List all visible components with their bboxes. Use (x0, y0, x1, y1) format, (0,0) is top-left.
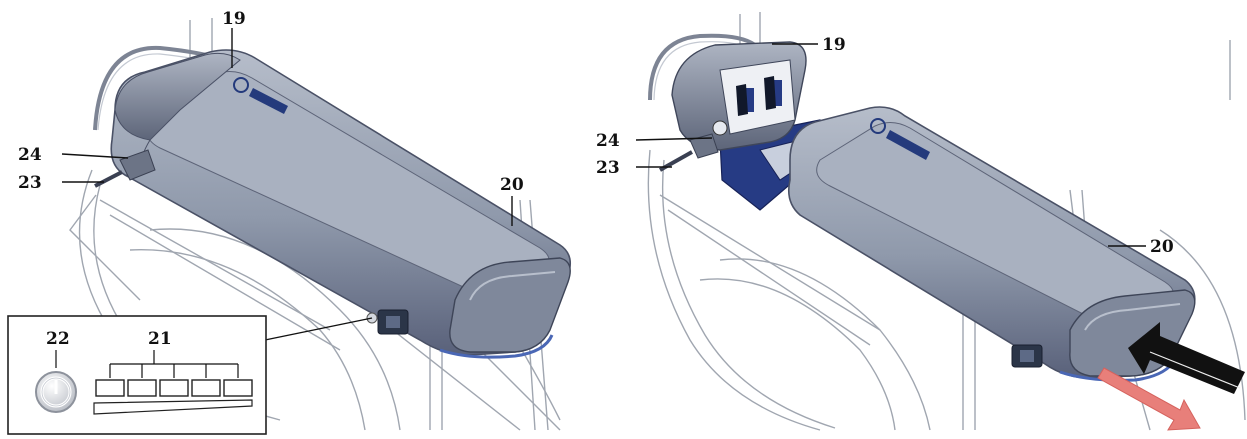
led-bracket (109, 350, 239, 378)
right-leader-lines (635, 43, 1146, 247)
led-segment (223, 379, 253, 397)
led-segment (191, 379, 221, 397)
led-segment (159, 379, 189, 397)
right-view: 19 24 23 20 (596, 12, 1246, 431)
left-callout-24: 24 (18, 145, 42, 165)
right-callout-20: 20 (1150, 237, 1174, 257)
left-leader-lines (61, 28, 513, 226)
right-callout-24: 24 (596, 131, 620, 151)
left-callout-19: 19 (222, 9, 246, 29)
battery-pack (110, 49, 571, 359)
rear-holder-cap (671, 41, 807, 151)
push-arrow-icon (1128, 322, 1245, 394)
power-button-icon (35, 371, 77, 413)
pull-arrow-icon (1097, 367, 1201, 431)
battery-pack-right (787, 106, 1196, 382)
charge-level-wedge (93, 399, 253, 415)
charging-plug-right (689, 133, 719, 159)
bosch-logo (233, 77, 249, 93)
bosch-logo-right (870, 118, 886, 134)
left-callout-23: 23 (18, 173, 42, 193)
inset-callout-21: 21 (148, 329, 172, 349)
charge-led-indicators (95, 379, 253, 397)
bike-rack-frame-right (647, 12, 1246, 431)
right-callout-19: 19 (822, 35, 846, 55)
led-segment (127, 379, 157, 397)
left-view: 19 24 23 20 22 21 (7, 9, 571, 435)
led-segment (95, 379, 125, 397)
charging-plug (119, 149, 156, 181)
indicator-inset: 22 21 (7, 315, 373, 435)
left-callout-20: 20 (500, 175, 524, 195)
right-callout-23: 23 (596, 158, 620, 178)
inset-callout-22: 22 (46, 329, 70, 349)
